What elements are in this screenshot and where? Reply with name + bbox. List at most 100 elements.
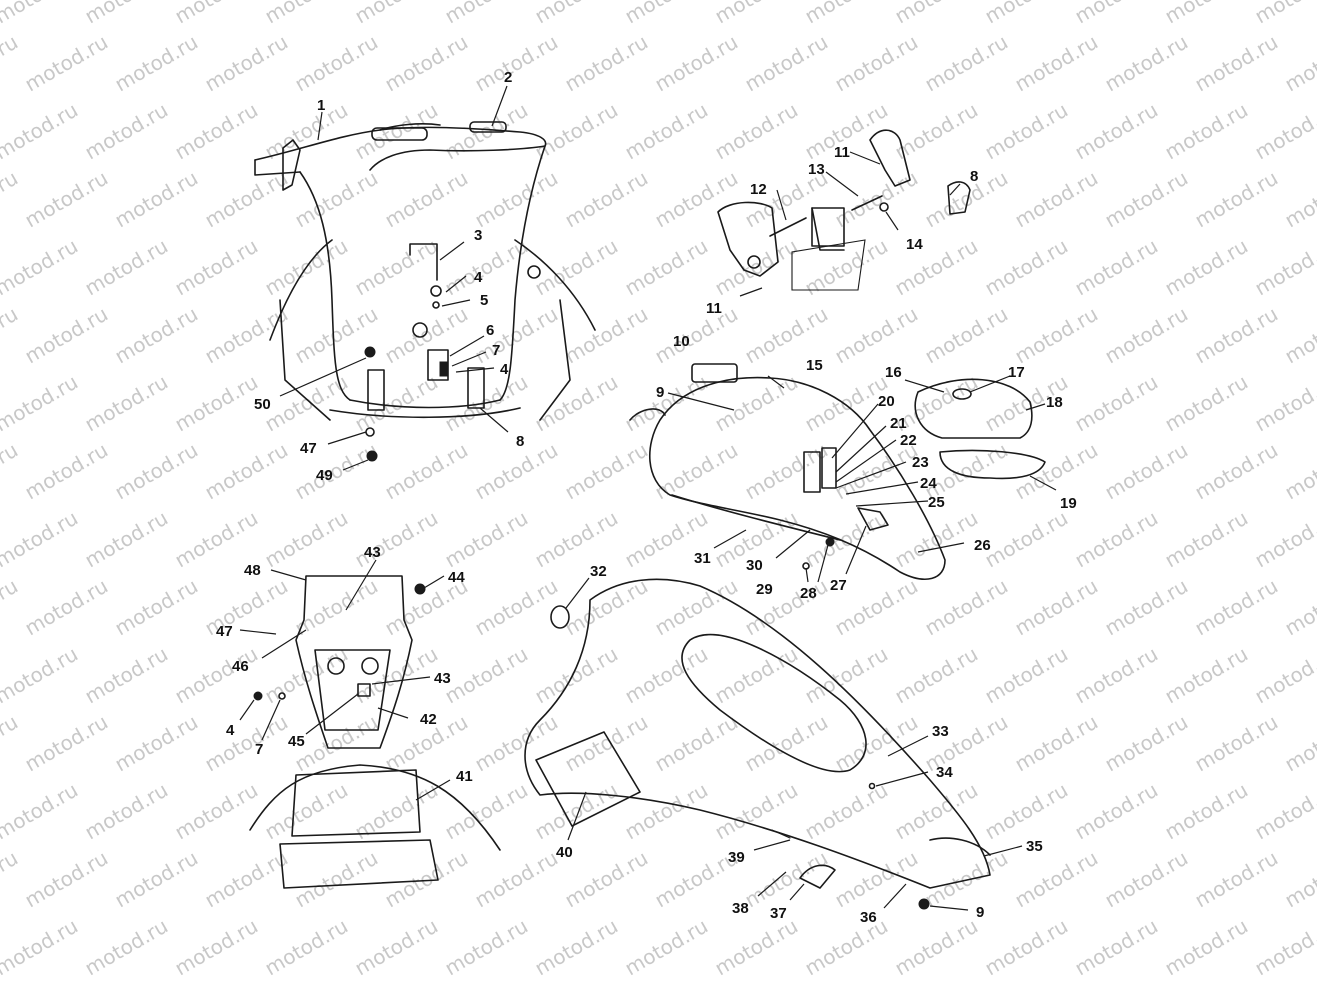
callout-label: 38 <box>732 900 749 917</box>
watermark-text: motod.ru <box>1011 302 1102 369</box>
callout-label: 50 <box>254 396 271 413</box>
watermark-text: motod.ru <box>81 234 172 301</box>
callout-label: 32 <box>590 563 607 580</box>
watermark-text: motod.ru <box>0 30 22 97</box>
watermark-text: motod.ru <box>171 642 262 709</box>
callout-label: 11 <box>706 300 722 317</box>
callout-label: 36 <box>860 909 877 926</box>
watermark-text: motod.ru <box>261 98 352 165</box>
watermark-text: motod.ru <box>381 438 472 505</box>
watermark-text: motod.ru <box>801 0 892 28</box>
watermark-text: motod.ru <box>0 574 22 641</box>
watermark-text: motod.ru <box>711 778 802 845</box>
watermark-text: motod.ru <box>0 506 82 573</box>
watermark-text: motod.ru <box>171 98 262 165</box>
watermark-text: motod.ru <box>891 0 982 28</box>
watermark-text: motod.ru <box>1011 710 1102 777</box>
watermark-text: motod.ru <box>441 0 532 28</box>
watermark-text: motod.ru <box>531 234 622 301</box>
watermark-text: motod.ru <box>621 642 712 709</box>
callout-label: 35 <box>1026 838 1043 855</box>
watermark-text: motod.ru <box>1071 0 1162 28</box>
watermark-text: motod.ru <box>1101 302 1192 369</box>
watermark-text: motod.ru <box>0 914 82 981</box>
watermark-text: motod.ru <box>831 710 922 777</box>
watermark-text: motod.ru <box>1281 710 1317 777</box>
callout-label: 3 <box>474 227 482 244</box>
watermark-text: motod.ru <box>111 846 202 913</box>
watermark-text: motod.ru <box>1071 778 1162 845</box>
watermark-text: motod.ru <box>531 0 622 28</box>
watermark-text: motod.ru <box>351 0 442 28</box>
watermark-text: motod.ru <box>981 234 1072 301</box>
watermark-text: motod.ru <box>1191 302 1282 369</box>
callout-label: 43 <box>364 544 381 561</box>
watermark-text: motod.ru <box>441 642 532 709</box>
callout-label: 13 <box>808 161 825 178</box>
watermark-text: motod.ru <box>261 914 352 981</box>
watermark-text: motod.ru <box>531 642 622 709</box>
watermark-text: motod.ru <box>351 642 442 709</box>
watermark-text: motod.ru <box>561 302 652 369</box>
watermark-text: motod.ru <box>1251 234 1317 301</box>
latch-assembly <box>717 129 971 297</box>
watermark-text: motod.ru <box>0 234 82 301</box>
watermark-text: motod.ru <box>921 574 1012 641</box>
watermark-text: motod.ru <box>801 642 892 709</box>
watermark-text: motod.ru <box>0 0 82 28</box>
watermark-text: motod.ru <box>621 370 712 437</box>
watermark-text: motod.ru <box>1011 438 1102 505</box>
watermark-text: motod.ru <box>1071 914 1162 981</box>
watermark-text: motod.ru <box>741 574 832 641</box>
watermark-text: motod.ru <box>891 642 982 709</box>
watermark-text: motod.ru <box>1191 30 1282 97</box>
watermark-text: motod.ru <box>921 30 1012 97</box>
watermark-text: motod.ru <box>171 914 262 981</box>
watermark-text: motod.ru <box>441 914 532 981</box>
watermark-text: motod.ru <box>1071 234 1162 301</box>
watermark-text: motod.ru <box>111 574 202 641</box>
watermark-text: motod.ru <box>21 30 112 97</box>
watermark-text: motod.ru <box>0 98 82 165</box>
watermark-text: motod.ru <box>201 846 292 913</box>
watermark-text: motod.ru <box>291 30 382 97</box>
callout-label: 14 <box>906 236 923 253</box>
watermark-text: motod.ru <box>1191 846 1282 913</box>
watermark-text: motod.ru <box>531 506 622 573</box>
watermark-text: motod.ru <box>471 30 562 97</box>
watermark-text: motod.ru <box>711 914 802 981</box>
watermark-text: motod.ru <box>801 506 892 573</box>
watermark-text: motod.ru <box>831 30 922 97</box>
handlebar-assembly <box>254 121 596 462</box>
watermark-text: motod.ru <box>1161 778 1252 845</box>
callout-label: 21 <box>890 415 907 432</box>
callout-label: 45 <box>288 733 305 750</box>
watermark-text: motod.ru <box>1251 98 1317 165</box>
watermark-text: motod.ru <box>111 438 202 505</box>
watermark-text: motod.ru <box>981 642 1072 709</box>
callout-label: 11 <box>834 144 850 161</box>
watermark-text: motod.ru <box>81 778 172 845</box>
watermark-text: motod.ru <box>21 302 112 369</box>
callout-label: 4 <box>474 269 483 286</box>
watermark-text: motod.ru <box>1011 166 1102 233</box>
callout-label: 37 <box>770 905 787 922</box>
callout-label: 47 <box>216 623 233 640</box>
watermark-text: motod.ru <box>561 710 652 777</box>
callout-layer: 1 2 3 4 5 6 7 4 50 8 47 49 11 8 12 13 14… <box>216 69 1077 926</box>
seat-cover-assembly <box>524 578 991 910</box>
watermark-text: motod.ru <box>171 370 262 437</box>
watermark-text: motod.ru <box>111 710 202 777</box>
watermark-text: motod.ru <box>1251 0 1317 28</box>
watermark-text: motod.ru <box>651 438 742 505</box>
watermark-text: motod.ru <box>261 0 352 28</box>
watermark-text: motod.ru <box>1161 0 1252 28</box>
watermark-text: motod.ru <box>891 914 982 981</box>
watermark-text: motod.ru <box>381 166 472 233</box>
watermark-text: motod.ru <box>1191 574 1282 641</box>
watermark-text: motod.ru <box>471 846 562 913</box>
watermark-text: motod.ru <box>471 302 562 369</box>
watermark-text: motod.ru <box>1011 846 1102 913</box>
